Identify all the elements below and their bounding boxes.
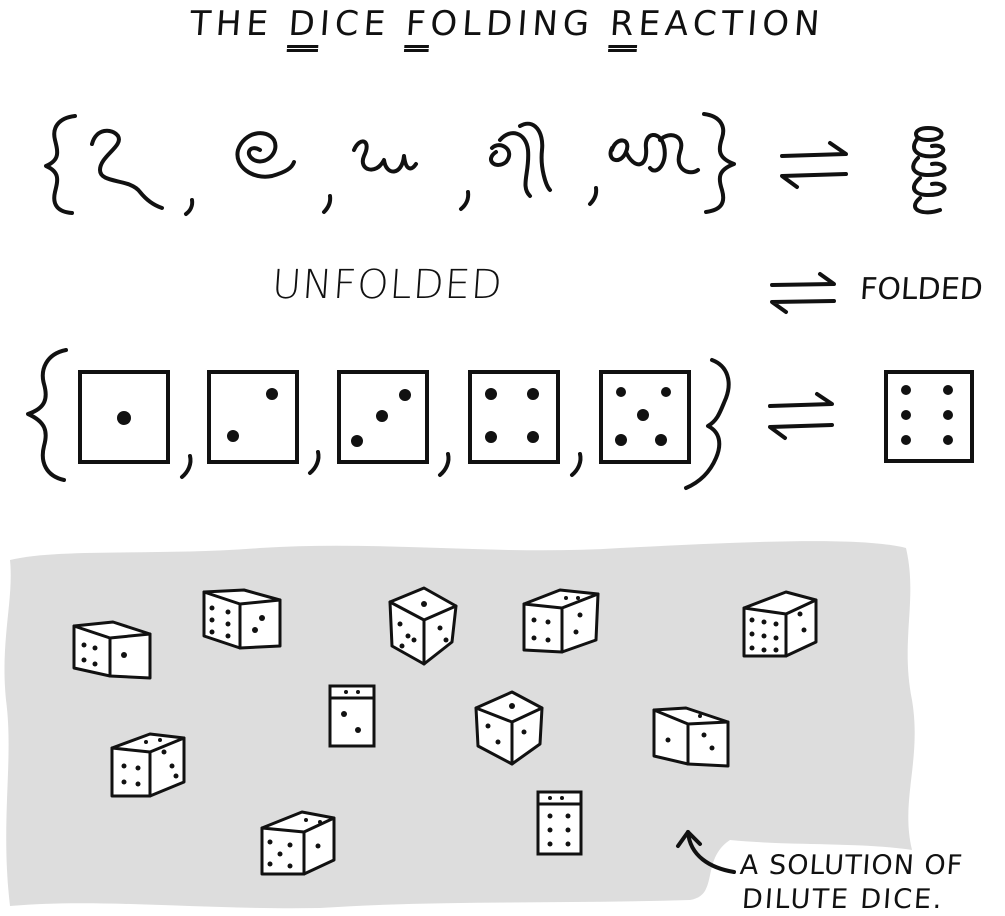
die-icon [652,706,730,768]
right-curly-brace-icon [702,112,736,214]
comma-mark [438,452,451,477]
left-curly-brace-icon [26,348,68,482]
squiggle-icon [352,139,418,174]
die-icon [474,690,544,766]
right-curly-brace-icon [684,358,731,490]
equilibrium-arrow-small-icon [770,272,836,314]
die-icon [742,590,818,658]
squiggle-icon [608,133,700,175]
die-face-two [207,370,299,464]
comma-mark [570,452,583,477]
squiggle-icon [489,121,552,198]
comma-mark [180,454,193,479]
die-face-six [884,370,974,463]
squiggle-icon [90,128,164,210]
die-icon [388,586,458,666]
die-icon [260,810,336,876]
unfolded-label: UNFOLDED [270,262,505,308]
comma-mark [184,198,195,216]
die-face-five [599,370,691,464]
die-icon [72,620,152,680]
die-pips [117,385,953,447]
comma-mark [459,190,471,211]
caption-line-2: DILUTE DICE. [740,884,945,915]
comma-mark [322,194,333,214]
swirl-icon [235,131,296,179]
die-icon [110,732,186,798]
die-icon [522,588,600,654]
solution-dice-pips [81,596,807,869]
coil-icon [911,126,947,215]
caption-line-1: A SOLUTION OF [738,850,965,881]
die-face-four [468,370,560,464]
equilibrium-arrow-icon [768,392,834,440]
die-icon [202,588,282,650]
curved-arrow-icon [676,830,736,874]
die-icon [536,790,583,856]
equilibrium-arrow-icon [780,141,848,189]
folded-label: FOLDED [858,272,984,307]
die-icon [328,684,376,748]
die-face-three [337,370,429,464]
comma-mark [588,186,599,206]
die-face-one [78,370,170,464]
left-curly-brace-icon [44,114,77,215]
comma-mark [308,450,321,475]
